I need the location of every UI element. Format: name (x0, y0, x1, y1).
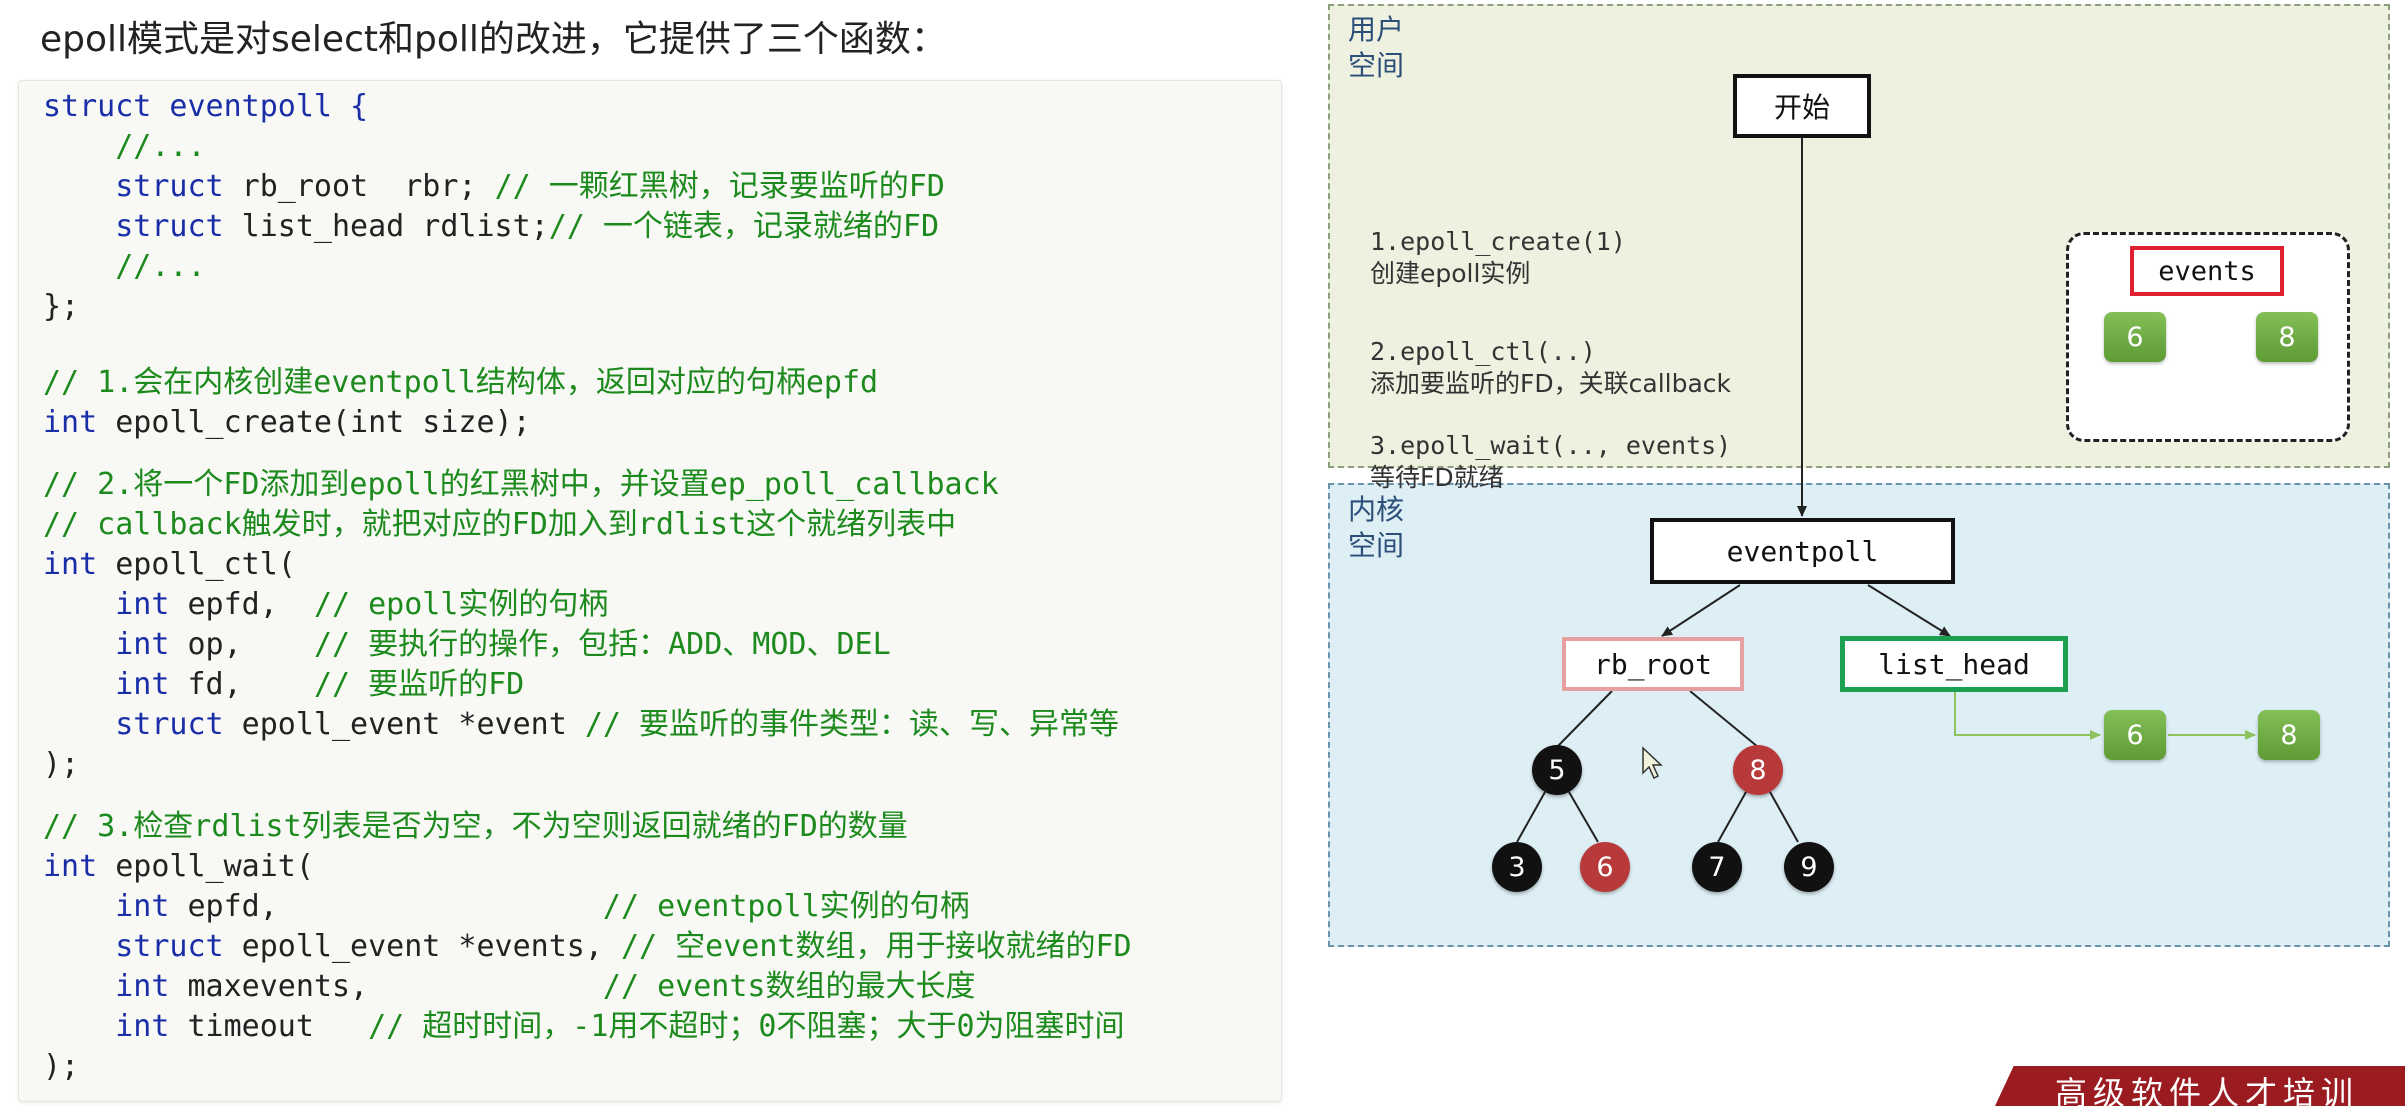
list-head-box: list_head (1840, 636, 2068, 692)
tree-edge (1769, 791, 1799, 843)
events-fd-chip: 8 (2256, 312, 2318, 362)
tree-node-black: 9 (1784, 842, 1834, 892)
rb-root-box: rb_root (1562, 637, 1744, 691)
code-line: //... (43, 129, 206, 164)
code-line: //... (43, 249, 206, 284)
eventpoll-to-listhead-arrow (1867, 584, 1951, 637)
ready-list-node: 8 (2258, 710, 2320, 760)
code-panel: struct eventpoll { //... struct rb_root … (18, 80, 1282, 1102)
code-line: int epfd, // epoll实例的句柄 (43, 587, 609, 622)
step-epoll-wait: 3.epoll_wait(.., events)等待FD就绪 (1370, 431, 1732, 492)
eventpoll-box: eventpoll (1650, 518, 1955, 584)
tree-node-black: 7 (1692, 842, 1742, 892)
code-line: ); (43, 1049, 80, 1084)
code-line: int epfd, // eventpoll实例的句柄 (43, 889, 970, 924)
code-line: int maxevents, // events数组的最大长度 (43, 969, 976, 1004)
code-line: int op, // 要执行的操作，包括：ADD、MOD、DEL (43, 627, 891, 662)
tree-edge (1556, 690, 1613, 748)
code-comment: // callback触发时，就把对应的FD加入到rdlist这个就绪列表中 (43, 507, 957, 542)
tree-node-black: 3 (1492, 842, 1542, 892)
page-heading: epoll模式是对select和poll的改进，它提供了三个函数： (40, 19, 947, 60)
code-line: int epoll_create(int size); (43, 405, 531, 440)
code-comment: // 1.会在内核创建eventpoll结构体，返回对应的句柄epfd (43, 365, 879, 400)
code-line: struct eventpoll { (43, 89, 369, 124)
code-line: struct epoll_event *events, // 空event数组，… (43, 929, 1132, 964)
code-line: struct epoll_event *event // 要监听的事件类型：读、… (43, 707, 1120, 742)
brand-banner-text: 高级软件人才培训 (2055, 1074, 2360, 1112)
events-fd-chip: 6 (2104, 312, 2166, 362)
tree-edge (1516, 791, 1546, 843)
code-line: ); (43, 747, 80, 782)
tree-node-red: 8 (1733, 745, 1783, 795)
step-epoll-create: 1.epoll_create(1)创建epoll实例 (1370, 227, 1626, 288)
tree-edge (1717, 791, 1747, 843)
tree-edge (1689, 690, 1759, 748)
code-line: int fd, // 要监听的FD (43, 667, 525, 702)
step-epoll-ctl: 2.epoll_ctl(..)添加要监听的FD，关联callback (1370, 337, 1731, 398)
code-comment: // 2.将一个FD添加到epoll的红黑树中，并设置ep_poll_callb… (43, 467, 999, 502)
eventpoll-to-rbroot-arrow (1661, 584, 1741, 637)
start-box: 开始 (1733, 74, 1871, 138)
user-space-label: 用户空间 (1348, 13, 1405, 82)
code-comment: // 3.检查rdlist列表是否为空，不为空则返回就绪的FD的数量 (43, 809, 908, 844)
tree-edge (1568, 791, 1599, 843)
kernel-space-label: 内核空间 (1348, 493, 1405, 562)
mouse-cursor-icon (1642, 746, 1663, 780)
code-line: int epoll_wait( (43, 849, 314, 884)
code-line: struct rb_root rbr; // 一颗红黑树，记录要监听的FD (43, 169, 945, 204)
listhead-to-list-arrow (1954, 692, 2101, 740)
code-line: int epoll_ctl( (43, 547, 296, 582)
code-line: }; (43, 289, 80, 324)
tree-node-red: 6 (1580, 842, 1630, 892)
code-line: int timeout // 超时时间，-1用不超时；0不阻塞；大于0为阻塞时间 (43, 1009, 1125, 1044)
code-line: struct list_head rdlist;// 一个链表，记录就绪的FD (43, 209, 940, 244)
ready-list-node: 6 (2104, 710, 2166, 760)
tree-node-black: 5 (1532, 745, 1582, 795)
events-label: events (2130, 246, 2284, 296)
